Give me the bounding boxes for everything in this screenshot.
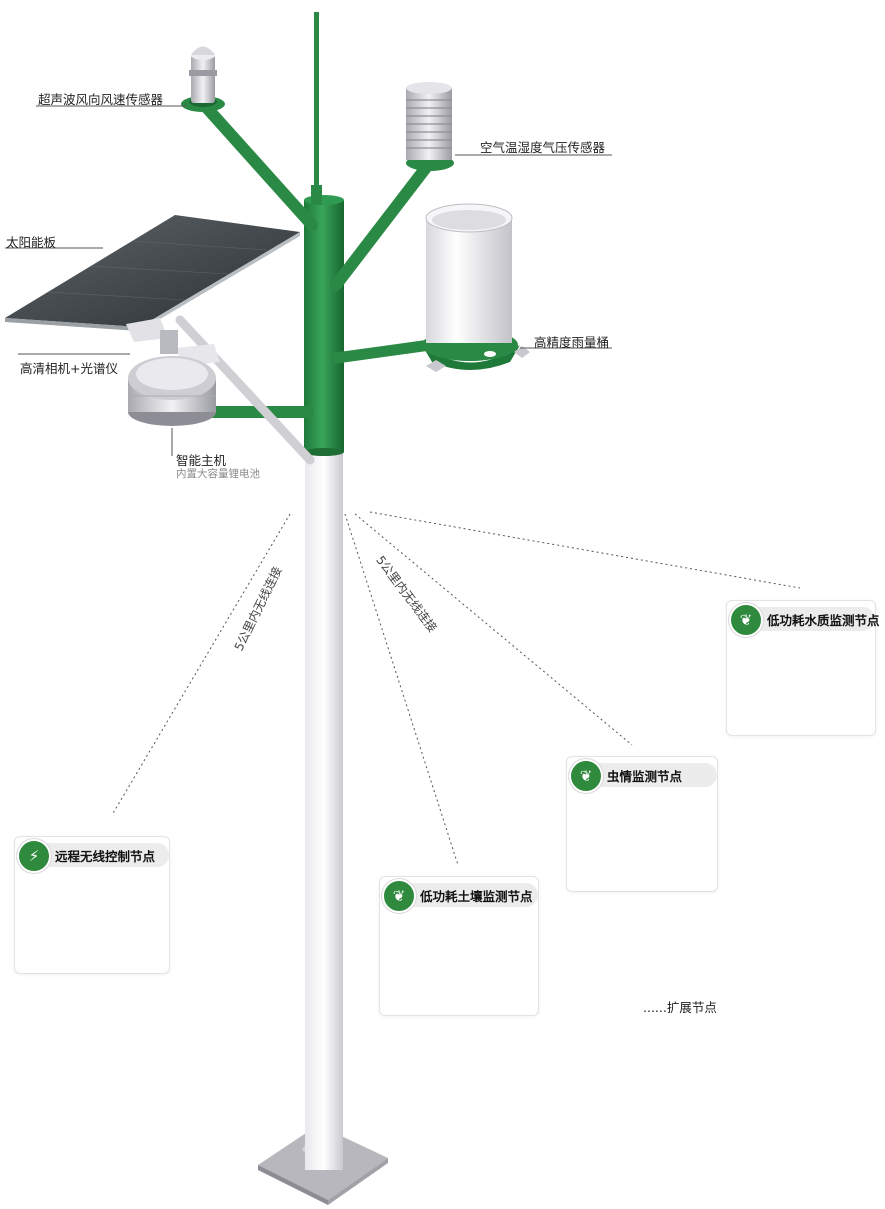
node-card-soil[interactable]: ❦ 低功耗土壤监测节点	[379, 876, 539, 1016]
ultrasonic-wind-sensor	[181, 46, 225, 112]
label-host-note: 内置大容量锂电池	[176, 468, 260, 480]
label-leaders	[5, 105, 612, 456]
leaf-icon: ❦	[382, 879, 416, 913]
pole-arms	[175, 102, 436, 465]
rain-bucket	[422, 203, 530, 372]
label-host: 智能主机	[176, 453, 227, 468]
solar-panel	[5, 215, 300, 331]
node-card-remote-control[interactable]: ⚡ 远程无线控制节点	[14, 836, 170, 974]
node-title-soil: 低功耗土壤监测节点	[420, 888, 533, 904]
label-extend-nodes: ......扩展节点	[643, 1000, 717, 1015]
node-title-insect: 虫情监测节点	[607, 768, 683, 784]
pole-lower	[305, 450, 343, 1170]
leaf-icon: ❦	[569, 759, 603, 793]
node-card-water[interactable]: ❦ 低功耗水质监测节点	[726, 600, 880, 736]
wireless-links	[111, 511, 801, 866]
label-rain-bucket: 高精度雨量桶	[534, 335, 610, 350]
node-card-header: ⚡ 远程无线控制节点	[17, 839, 169, 873]
node-card-header: ❦ 虫情监测节点	[569, 759, 717, 793]
leaf-icon: ❦	[729, 603, 763, 637]
node-title-water: 低功耗水质监测节点	[767, 612, 880, 628]
node-card-header: ❦ 低功耗土壤监测节点	[382, 879, 538, 913]
node-title-remote-control: 远程无线控制节点	[55, 848, 156, 864]
label-camera-spectrometer: 高清相机+光谱仪	[20, 361, 118, 376]
lightning-icon: ⚡	[17, 839, 51, 873]
host-unit	[128, 356, 216, 426]
label-air-temp-humidity-pressure: 空气温湿度气压传感器	[480, 140, 606, 155]
label-solar-panel: 太阳能板	[6, 235, 57, 250]
node-card-insect[interactable]: ❦ 虫情监测节点	[566, 756, 718, 892]
louvered-sensor-shield	[406, 82, 454, 171]
node-card-header: ❦ 低功耗水质监测节点	[729, 603, 880, 637]
label-ultrasonic-wind: 超声波风向风速传感器	[38, 92, 164, 107]
lightning-rod	[314, 12, 319, 202]
